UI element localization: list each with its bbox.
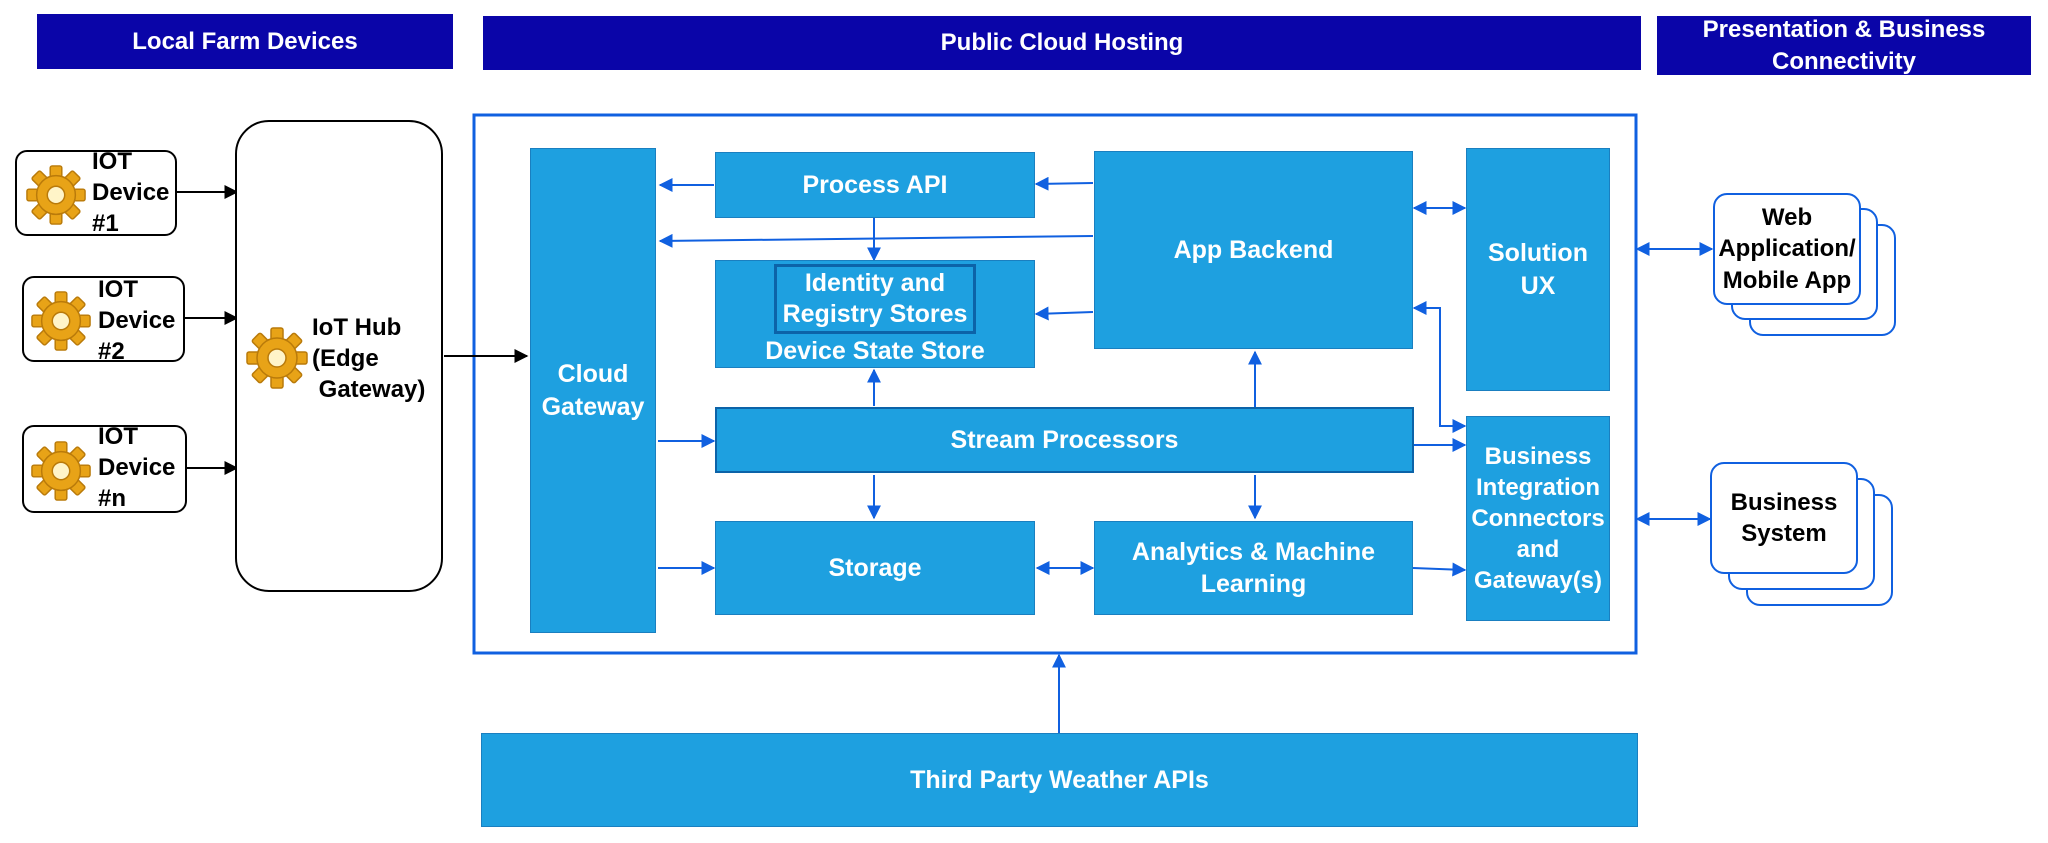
header-public-cloud-hosting: Public Cloud Hosting — [483, 16, 1641, 70]
process-api[interactable]: Process API — [715, 152, 1035, 218]
header-presentation-business: Presentation & Business Connectivity — [1657, 16, 2031, 75]
solution-ux[interactable]: Solution UX — [1466, 148, 1610, 391]
iot-device-n-label: IOT Device #n — [98, 423, 176, 513]
iot-device-1[interactable]: IOT Device #1 — [15, 148, 177, 237]
business-integration-connectors[interactable]: Business Integration Connectors and Gate… — [1466, 416, 1610, 621]
header-local-farm-devices: Local Farm Devices — [37, 14, 453, 69]
storage[interactable]: Storage — [715, 521, 1035, 615]
gear-icon — [246, 327, 308, 389]
stream-processors[interactable]: Stream Processors — [715, 407, 1414, 473]
iot-device-2[interactable]: IOT Device #2 — [22, 276, 185, 365]
cloud-gateway[interactable]: Cloud Gateway — [530, 148, 656, 633]
iot-hub-label: IoT Hub (Edge Gateway) — [312, 314, 426, 404]
cloud-container — [472, 113, 1638, 655]
third-party-weather-apis[interactable]: Third Party Weather APIs — [481, 733, 1638, 827]
iot-hub-edge-gateway[interactable]: IoT Hub (Edge Gateway) — [235, 120, 443, 592]
identity-device-state-store[interactable]: Identity and Registry Stores Device Stat… — [715, 260, 1035, 368]
app-backend[interactable]: App Backend — [1094, 151, 1413, 349]
iot-device-2-label: IOT Device #2 — [98, 276, 176, 366]
iot-device-n[interactable]: IOT Device #n — [22, 423, 187, 513]
gear-icon — [26, 165, 86, 225]
business-system[interactable]: Business System — [1710, 462, 1858, 574]
analytics-machine-learning[interactable]: Analytics & Machine Learning — [1094, 521, 1413, 615]
gear-icon — [31, 441, 91, 501]
gear-icon — [31, 291, 91, 351]
web-mobile-app[interactable]: Web Application/ Mobile App — [1713, 193, 1861, 305]
device-state-store-label: Device State Store — [765, 336, 985, 365]
iot-device-1-label: IOT Device #1 — [92, 148, 170, 238]
identity-registry-stores[interactable]: Identity and Registry Stores — [774, 264, 976, 334]
